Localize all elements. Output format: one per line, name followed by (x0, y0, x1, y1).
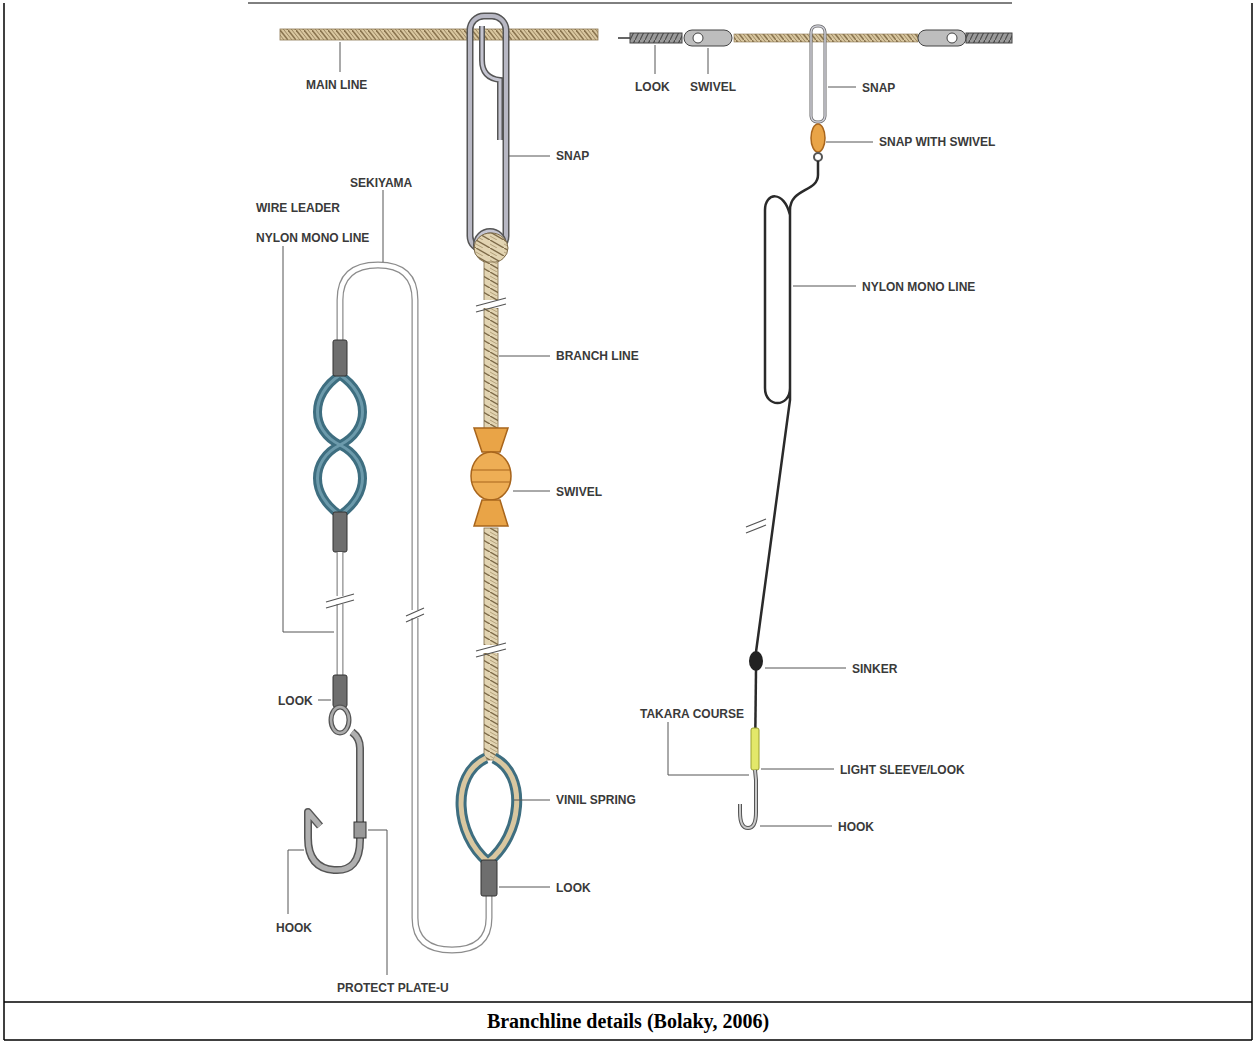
part-label: SNAP WITH SWIVEL (879, 135, 995, 149)
look-sleeve (481, 860, 497, 896)
snap (811, 26, 825, 122)
part-label: LOOK (556, 881, 591, 895)
part-label: PROTECT PLATE-U (337, 981, 449, 995)
part-label: SNAP (556, 149, 589, 163)
part-label: HOOK (276, 921, 312, 935)
part-label: SEKIYAMA (350, 176, 412, 190)
wire-leader-loop (318, 340, 363, 552)
part-label: LOOK (278, 694, 313, 708)
sleeve (333, 512, 347, 552)
snap-with-swivel (811, 124, 825, 161)
frame-line (4, 1001, 1252, 1003)
nylon-mono-line (325, 552, 355, 676)
part-label: NYLON MONO LINE (256, 231, 369, 245)
part-label: SWIVEL (556, 485, 602, 499)
part-label: LOOK (635, 80, 670, 94)
part-label: VINIL SPRING (556, 793, 636, 807)
light-sleeve (751, 728, 759, 770)
part-label: SWIVEL (690, 80, 736, 94)
frame-line (1251, 3, 1253, 1040)
snap (470, 16, 506, 259)
frame-line (3, 3, 5, 1040)
figure-caption: Branchline details (Bolaky, 2006) (0, 1008, 1256, 1034)
hook (308, 707, 366, 870)
sleeve (333, 340, 347, 376)
swivel (471, 428, 511, 526)
part-label: HOOK (838, 820, 874, 834)
part-label: MAIN LINE (306, 78, 367, 92)
part-label: WIRE LEADER (256, 201, 340, 215)
hook (740, 770, 756, 828)
part-label: TAKARA COURSE (640, 707, 744, 721)
look-sleeve (333, 675, 347, 707)
sinker (749, 651, 763, 671)
frame-line (248, 3, 1012, 4)
part-label: SNAP (862, 81, 895, 95)
part-label: NYLON MONO LINE (862, 280, 975, 294)
leader-lines (283, 42, 873, 975)
part-label: LIGHT SLEEVE/LOOK (840, 763, 965, 777)
protect-plate (354, 822, 366, 838)
frame-line (4, 1039, 1252, 1041)
part-label: BRANCH LINE (556, 349, 639, 363)
main-line-right (618, 30, 1012, 46)
vinyl-spring (461, 758, 517, 896)
nylon-mono-line (756, 161, 818, 652)
main-line-rope (280, 29, 598, 40)
part-label: SINKER (852, 662, 897, 676)
